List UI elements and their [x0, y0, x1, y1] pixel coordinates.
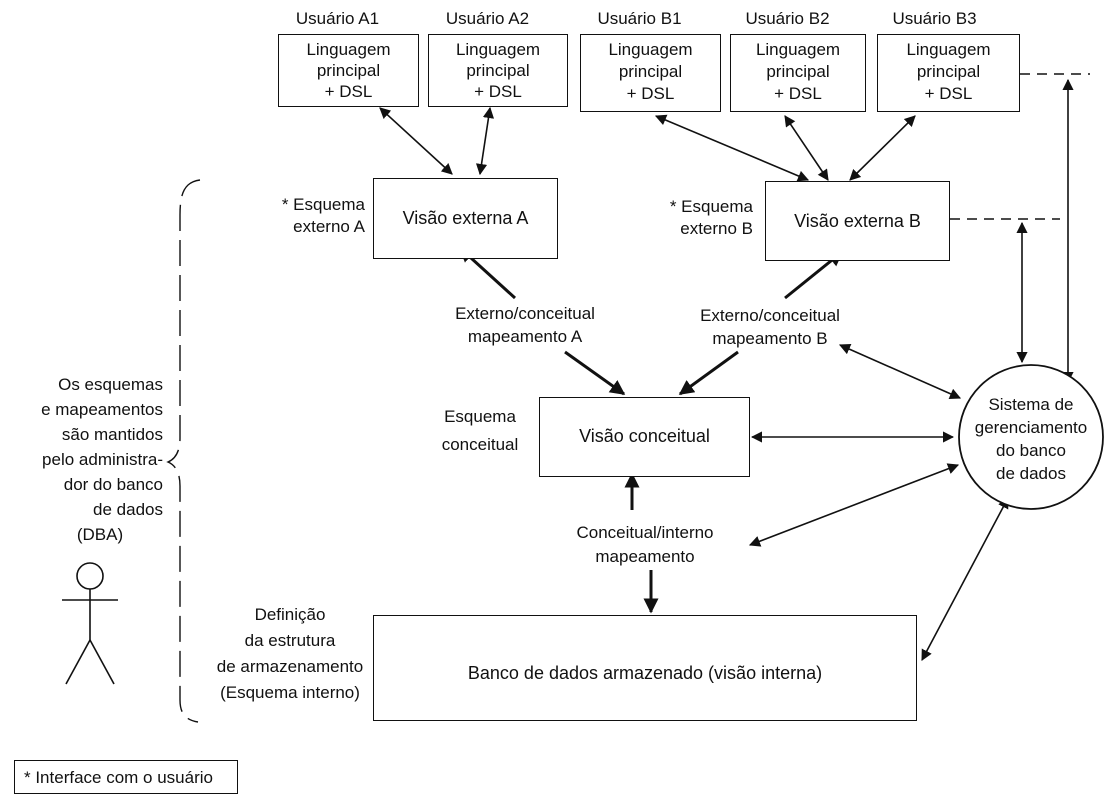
user-box-a2-line2: principal [466, 61, 530, 80]
storage-definition-line2: da estrutura [244, 631, 336, 650]
arrow-dbms-internal-mapping [748, 463, 960, 547]
external-view-b-label: Visão externa B [794, 211, 921, 231]
dba-note-line6: de dados [93, 500, 163, 519]
dba-note-line2: e mapeamentos [41, 400, 163, 419]
storage-definition-line1: Definição [254, 605, 326, 624]
user-box-b2-line2: principal [766, 62, 830, 81]
external-schema-b-line1: * Esquema [669, 197, 753, 216]
user-box-a1-line1: Linguagem [306, 40, 391, 59]
dba-note-line5: dor do banco [63, 475, 163, 494]
mapping-b-line1: Externo/conceitual [700, 306, 840, 325]
user-label-b3: Usuário B3 [892, 9, 977, 28]
dba-person-icon [62, 562, 118, 685]
arrow-user-a2-view-a [475, 106, 495, 176]
user-label-b1: Usuário B1 [597, 9, 682, 28]
conceptual-schema-line2: conceitual [441, 435, 519, 454]
user-box-b2-line3: + DSL [774, 84, 822, 103]
conceptual-internal-line1: Conceitual/interno [576, 523, 714, 542]
arrow-mapping-a-to-conceptual [564, 350, 626, 396]
mapping-a-line1: Externo/conceitual [455, 304, 595, 323]
dba-brace [166, 179, 201, 723]
external-view-a-box: Visão externa A [373, 178, 558, 259]
arrow-user-b2-view-b [784, 115, 829, 181]
user-box-a1: Linguagem principal + DSL [278, 34, 419, 107]
dbms-line4: de dados [996, 464, 1066, 483]
storage-definition-line4: (Esquema interno) [220, 683, 360, 702]
user-box-b3-line2: principal [916, 62, 981, 81]
user-box-b1-line2: principal [618, 62, 683, 81]
user-box-b3-line1: Linguagem [906, 40, 991, 59]
user-box-a2-line3: + DSL [474, 82, 522, 101]
stored-database-label: Banco de dados armazenado (visão interna… [467, 663, 823, 683]
user-box-a2: Linguagem principal + DSL [428, 34, 568, 107]
dbms-line3: do banco [996, 441, 1066, 460]
dba-note-line4: pelo administra- [42, 450, 163, 469]
user-label-b2: Usuário B2 [745, 9, 830, 28]
dbms-line1: Sistema de [988, 395, 1074, 414]
user-label-a1: Usuário A1 [295, 9, 380, 28]
conceptual-schema-line1: Esquema [444, 407, 516, 426]
arrow-mapping-b-to-conceptual [678, 350, 739, 396]
external-view-b-box: Visão externa B [765, 181, 950, 261]
arrow-user-b1-view-b [654, 114, 810, 182]
external-schema-a-line1: * Esquema [281, 195, 365, 214]
user-box-b3-line3: + DSL [924, 84, 973, 103]
user-box-a1-line2: principal [316, 61, 381, 80]
arrow-dbms-storage [921, 497, 1009, 661]
conceptual-view-label: Visão conceitual [579, 426, 710, 446]
dbms-circle [958, 364, 1104, 510]
user-box-b1-line1: Linguagem [608, 40, 693, 59]
legend-box [14, 760, 238, 794]
conceptual-internal-line2: mapeamento [595, 547, 695, 566]
conceptual-view-box: Visão conceitual [539, 397, 750, 477]
storage-definition-line3: de armazenamento [216, 657, 364, 676]
user-box-b1: Linguagem principal + DSL [580, 34, 721, 112]
user-box-b1-line3: + DSL [626, 84, 675, 103]
dba-note-line1: Os esquemas [58, 375, 163, 394]
user-box-b2: Linguagem principal + DSL [730, 34, 866, 112]
legend-text: * Interface com o usuário [24, 768, 213, 787]
dba-note-line7: (DBA) [76, 525, 124, 544]
arrow-user-a1-view-a [379, 107, 453, 175]
user-box-b3: Linguagem principal + DSL [877, 34, 1020, 112]
user-box-a1-line3: + DSL [324, 82, 373, 101]
user-box-b2-line1: Linguagem [755, 40, 841, 59]
arrow-dbms-mapping-b [838, 343, 962, 400]
mapping-b-line2: mapeamento B [712, 329, 828, 348]
stored-database-box [373, 615, 917, 721]
external-schema-a-line2: externo A [293, 217, 365, 236]
external-view-a-label: Visão externa A [402, 208, 529, 228]
external-schema-b-line2: externo B [680, 219, 753, 238]
arrow-user-b3-view-b [849, 115, 916, 181]
user-box-a2-line1: Linguagem [455, 40, 541, 59]
dba-note-line3: são mantidos [61, 425, 163, 444]
mapping-a-line2: mapeamento A [467, 327, 583, 346]
user-label-a2: Usuário A2 [445, 9, 530, 28]
dbms-line2: gerenciamento [974, 418, 1088, 437]
